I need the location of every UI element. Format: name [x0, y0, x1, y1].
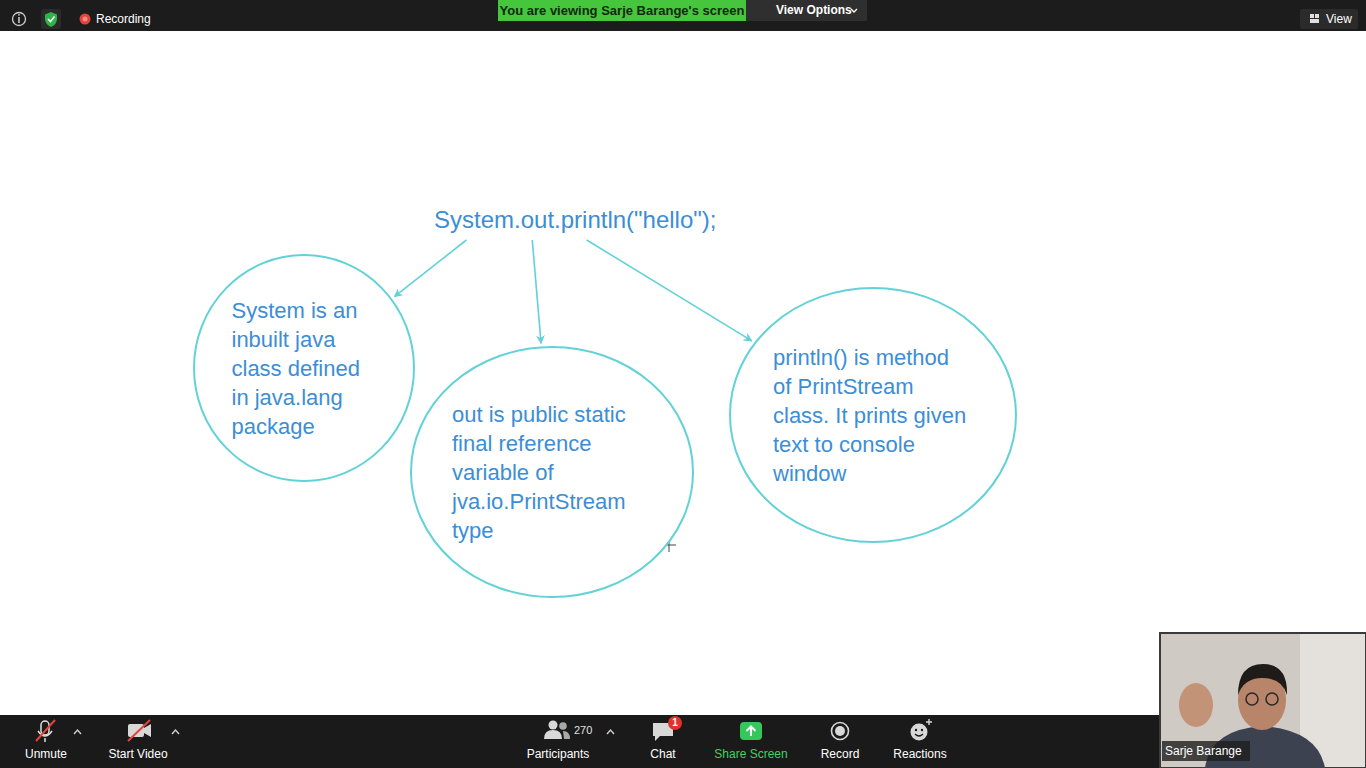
participant-name: Sarje Barange — [1165, 744, 1242, 758]
view-icon — [1315, 14, 1319, 18]
code-statement: System.out.println("hello"); — [432, 204, 718, 236]
toolbar-label: Reactions — [893, 747, 946, 761]
share-arrow — [747, 727, 756, 737]
label-slot: You are viewing Sarje Barange's screen — [500, 3, 745, 18]
viewing-banner-text: You are viewing Sarje Barange's screen — [500, 3, 745, 18]
label-slot: Recording — [96, 12, 151, 26]
circle-border — [411, 347, 693, 597]
reactions-icon — [921, 729, 923, 731]
info-icon — [13, 13, 26, 26]
participant-count: 270 — [574, 724, 592, 736]
chevron-icon — [851, 9, 857, 12]
arrow-connector — [532, 240, 541, 343]
recording-dot — [80, 14, 91, 25]
video-off-slash — [128, 720, 150, 741]
chat-badge — [668, 716, 682, 730]
view-options-text: View Options — [776, 3, 852, 17]
label-slot: Participants — [527, 747, 590, 761]
participants-icon — [563, 731, 570, 739]
caret-icon — [74, 730, 81, 734]
viewing-banner — [498, 0, 746, 21]
mute-slash — [36, 720, 55, 741]
view-options-button — [746, 0, 867, 21]
record-icon — [832, 723, 849, 740]
explanation-circle: out is public static final reference var… — [410, 346, 694, 598]
reactions-icon — [915, 729, 917, 731]
recording-status: Recording — [96, 12, 151, 26]
toolbar-label: Record — [821, 747, 860, 761]
shield-icon-bg — [41, 9, 61, 29]
toolbar-label: Start Video — [108, 747, 167, 761]
shield-check — [48, 17, 55, 22]
label-slot: Start Video — [108, 747, 167, 761]
participants-icon — [544, 730, 562, 739]
arrow-connector — [394, 240, 466, 297]
caret-icon — [172, 730, 179, 734]
toolbar-label: Participants — [527, 747, 590, 761]
explanation-text: out is public static final reference var… — [452, 400, 652, 545]
explanation-text: System is an inbuilt java class defined … — [232, 296, 377, 441]
view-button-text: View — [1326, 12, 1352, 26]
label-slot: Record — [821, 747, 860, 761]
person-hair — [1238, 664, 1287, 695]
reactions-icon — [915, 734, 923, 736]
label-slot: Reactions — [893, 747, 946, 761]
video-thumbnail — [1160, 633, 1366, 768]
share-screen-icon — [740, 722, 762, 740]
code-text: System.out.println("hello"); — [434, 205, 716, 235]
toolbar-label: Chat — [650, 747, 675, 761]
label-slot: Sarje Barange — [1165, 744, 1242, 758]
label-slot: 1 — [672, 717, 678, 728]
record-icon — [835, 726, 845, 736]
info-icon — [18, 17, 20, 23]
explanation-circle: System is an inbuilt java class defined … — [193, 254, 415, 482]
toolbar-label: Share Screen — [714, 747, 787, 761]
participants-icon — [549, 721, 558, 730]
explanation-circle: println() is method of PrintStream class… — [729, 287, 1017, 543]
arrow-connector — [587, 240, 752, 341]
person-glasses — [1246, 693, 1258, 705]
camera-icon — [128, 724, 144, 737]
person-glasses — [1266, 693, 1278, 705]
label-slot: Unmute — [25, 747, 67, 761]
name-tag — [1162, 741, 1250, 761]
toolbar-label: Unmute — [25, 747, 67, 761]
label-slot: 270 — [574, 724, 592, 736]
chat-badge-count: 1 — [672, 717, 678, 728]
view-button — [1300, 9, 1358, 29]
recording-dot — [83, 17, 88, 22]
label-slot: Chat — [650, 747, 675, 761]
label-slot: Share Screen — [714, 747, 787, 761]
person-hand — [1179, 683, 1213, 727]
info-icon — [18, 14, 20, 16]
reactions-icon — [911, 724, 928, 741]
shield-icon — [45, 12, 57, 27]
circle-border — [730, 288, 1016, 542]
top-bar — [0, 0, 1366, 31]
label-slot: View — [1326, 12, 1352, 26]
caret-icon — [607, 730, 614, 734]
view-icon — [1310, 14, 1314, 18]
circle-border — [194, 255, 414, 481]
label-slot: View Options — [776, 3, 852, 17]
reactions-plus — [926, 719, 932, 725]
participants-icon — [559, 722, 567, 730]
explanation-text: println() is method of PrintStream class… — [773, 343, 973, 488]
view-icon — [1310, 19, 1319, 23]
